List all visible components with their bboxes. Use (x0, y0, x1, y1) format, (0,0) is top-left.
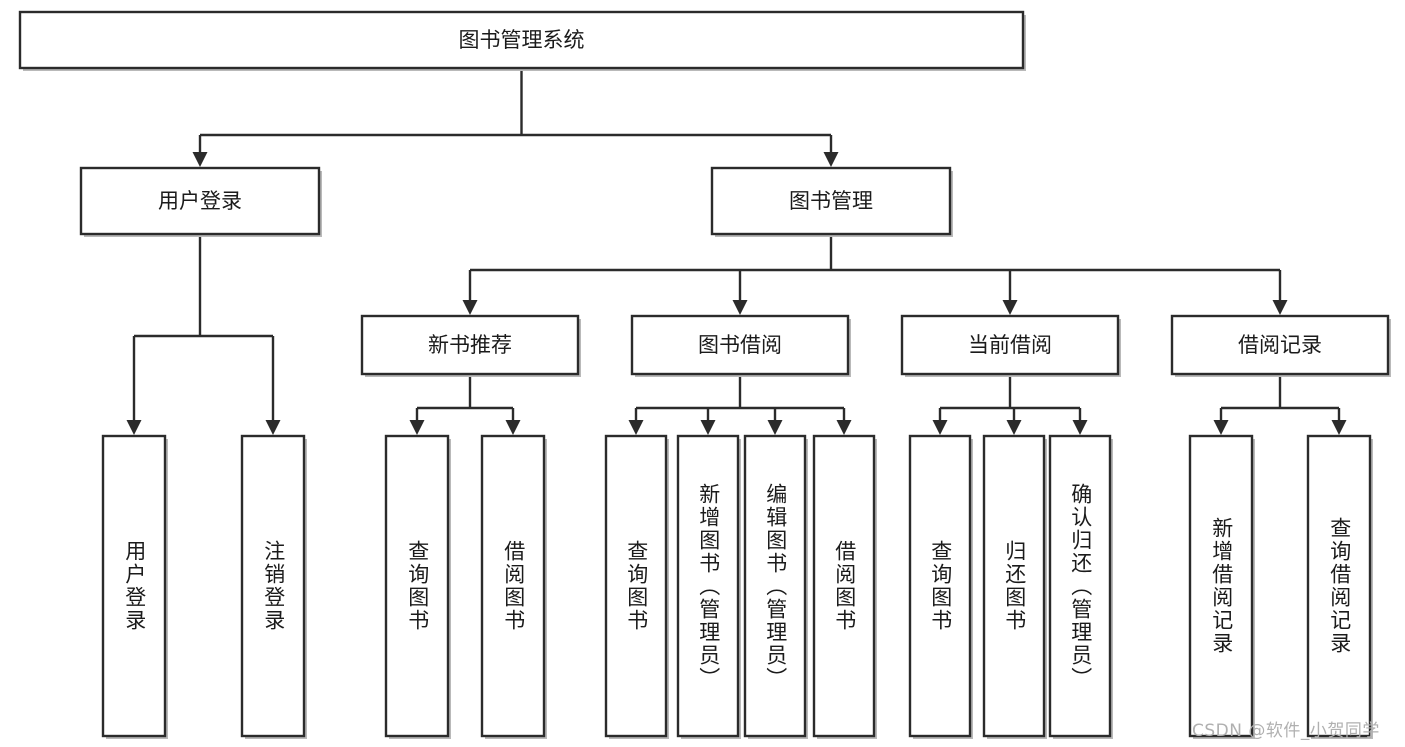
node-leaf-leaf-return-book[interactable] (982, 434, 1047, 739)
node-leaf-leaf-logout-login[interactable] (240, 434, 307, 739)
node-leaf-label-leaf-logout-login: 注销登录 (261, 540, 286, 632)
node-leaf-leaf-add-record[interactable] (1188, 434, 1255, 739)
node-root[interactable] (18, 10, 1026, 71)
node-leaf-label-leaf-query-record: 查询借阅记录 (1327, 517, 1352, 655)
node-level3-current-borrow[interactable] (900, 314, 1121, 377)
node-leaf-label-leaf-add-record: 新增借阅记录 (1209, 517, 1234, 655)
node-level3-borrow-record[interactable] (1170, 314, 1391, 377)
node-leaf-label-leaf-query-book-1: 查询图书 (405, 540, 430, 632)
node-level3-label-current-borrow: 当前借阅 (968, 333, 1052, 357)
node-leaf-leaf-query-book-1[interactable] (384, 434, 451, 739)
node-level3-new-book-recommend[interactable] (360, 314, 581, 377)
node-leaf-label-leaf-add-book: 新增图书（管理员） (696, 482, 721, 690)
node-level3-label-new-book-recommend: 新书推荐 (428, 333, 512, 357)
node-leaf-leaf-borrow-book-1[interactable] (480, 434, 547, 739)
node-level2-user-login[interactable] (79, 166, 322, 237)
node-leaf-label-leaf-query-book-3: 查询图书 (928, 540, 953, 632)
node-level2-book-manage[interactable] (710, 166, 953, 237)
connectors-layer (126, 68, 1347, 435)
node-leaf-label-leaf-confirm-return: 确认归还（管理员） (1068, 482, 1093, 690)
node-leaf-label-leaf-user-login: 用户登录 (122, 540, 147, 632)
node-leaf-leaf-user-login[interactable] (101, 434, 168, 739)
node-leaf-leaf-edit-book[interactable] (743, 434, 808, 739)
node-leaf-leaf-query-book-2[interactable] (604, 434, 669, 739)
watermark-text: CSDN @软件_小贺同学 (1192, 721, 1380, 741)
node-leaf-leaf-confirm-return[interactable] (1048, 434, 1113, 739)
node-leaf-label-leaf-edit-book: 编辑图书（管理员） (763, 482, 788, 690)
node-level3-label-borrow-record: 借阅记录 (1238, 333, 1322, 357)
node-leaf-label-leaf-borrow-book-1: 借阅图书 (501, 540, 526, 632)
node-level2-label-book-manage: 图书管理 (789, 189, 873, 213)
node-leaf-label-leaf-borrow-book-2: 借阅图书 (832, 540, 857, 632)
node-leaf-leaf-borrow-book-2[interactable] (812, 434, 877, 739)
node-leaf-label-leaf-query-book-2: 查询图书 (624, 540, 649, 632)
node-level3-label-book-borrow: 图书借阅 (698, 333, 782, 357)
boxes-layer (18, 10, 1391, 739)
node-leaf-leaf-query-record[interactable] (1306, 434, 1373, 739)
node-root-label: 图书管理系统 (459, 28, 585, 52)
node-leaf-leaf-add-book[interactable] (676, 434, 741, 739)
node-leaf-leaf-query-book-3[interactable] (908, 434, 973, 739)
node-level2-label-user-login: 用户登录 (158, 189, 242, 213)
node-leaf-label-leaf-return-book: 归还图书 (1002, 540, 1027, 632)
node-level3-book-borrow[interactable] (630, 314, 851, 377)
